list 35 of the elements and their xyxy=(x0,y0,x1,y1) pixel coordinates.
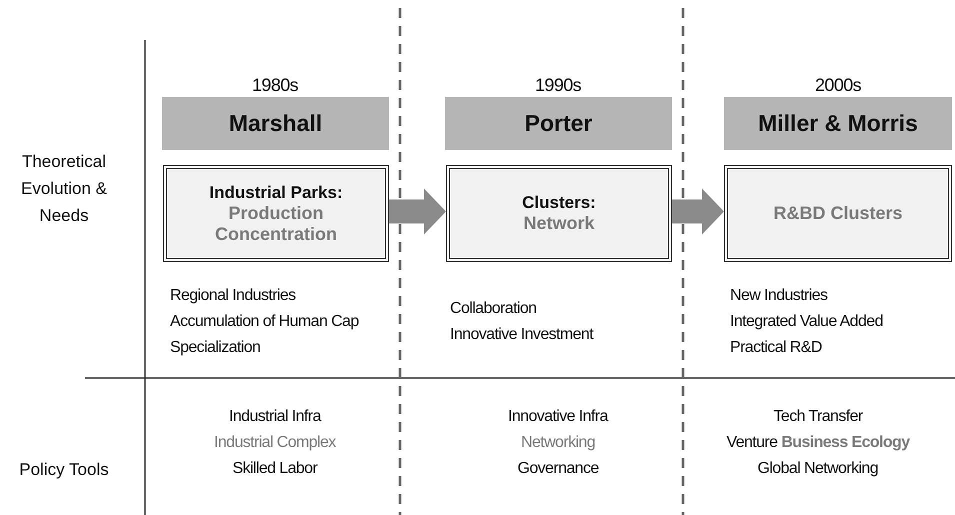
decade-label: 2000s xyxy=(815,75,862,96)
decade-label: 1990s xyxy=(535,75,582,96)
concept-box xyxy=(163,165,389,262)
policy-item: Industrial Infra xyxy=(229,408,321,426)
policy-item: Skilled Labor xyxy=(232,460,318,478)
need-item: Specialization xyxy=(170,339,260,357)
policy-item: Networking xyxy=(521,434,596,452)
concept-text: Network xyxy=(523,213,594,234)
need-item: Practical R&D xyxy=(730,339,822,357)
concept-text: R&BD Clusters xyxy=(773,203,903,224)
need-item: Collaboration xyxy=(450,300,536,318)
row-label: Policy Tools xyxy=(18,459,110,481)
row-label: Theoretical Evolution & Needs xyxy=(20,151,108,227)
policy-item: Global Networking xyxy=(758,460,878,478)
need-item: New Industries xyxy=(730,287,828,305)
need-item: Innovative Investment xyxy=(450,326,594,344)
need-item: Regional Industries xyxy=(170,287,296,305)
policy-item: Governance xyxy=(518,460,599,478)
concept-text: Production Concentration xyxy=(214,202,338,244)
concept-heading: Clusters: xyxy=(522,193,596,213)
theorist-box: Porter xyxy=(445,97,672,150)
policy-item: Tech Transfer xyxy=(774,408,863,426)
concept-heading: Industrial Parks: xyxy=(209,182,343,202)
theorist-box: Marshall xyxy=(162,97,389,150)
block-arrow xyxy=(389,188,446,234)
theorist-box: Miller & Morris xyxy=(724,97,952,150)
need-item: Integrated Value Added xyxy=(730,313,883,331)
concept-box xyxy=(724,165,952,262)
policy-item: Innovative Infra xyxy=(508,408,608,426)
policy-item: Venture Business Ecology xyxy=(726,434,910,452)
policy-item: Industrial Complex xyxy=(214,434,336,452)
concept-box xyxy=(446,165,672,262)
decade-label: 1980s xyxy=(252,75,298,96)
block-arrow xyxy=(672,188,724,234)
need-item: Accumulation of Human Cap xyxy=(170,313,359,331)
